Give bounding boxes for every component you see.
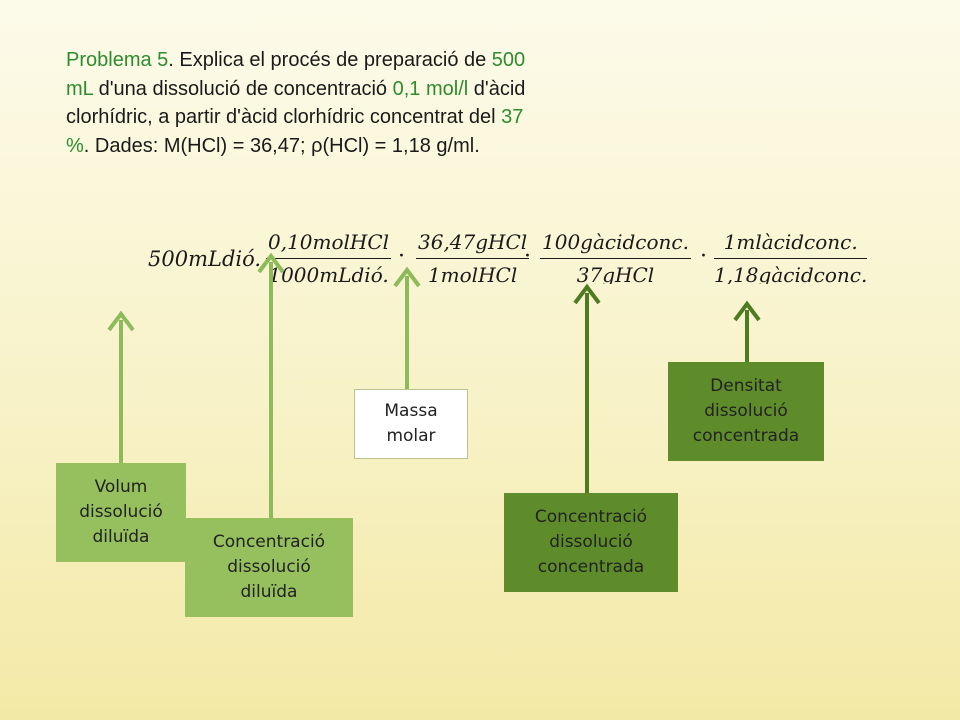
fraction-numerator: 1mlàcidconc. (714, 230, 868, 259)
equation-lead-term: 500mLdió. (148, 247, 262, 271)
box-concentracio-dissolucio-diluida: Concentració dissolució diluïda (185, 518, 353, 617)
box-concentracio-dissolucio-concentrada: Concentració dissolució concentrada (504, 493, 678, 592)
arrow-conc-concentrada-head (573, 283, 601, 305)
box-label: Densitat dissolució concentrada (692, 376, 800, 446)
fraction-concentration-diluted: 0,10molHCl 1000mLdió. (266, 230, 392, 284)
highlighted-value: 37 % (66, 106, 524, 157)
fraction-concentration-concentrated: 100gàcidconc. 37gHCl (540, 230, 691, 284)
fraction-denominator: 1,18gàcidconc. (714, 263, 868, 284)
fraction-denominator: 1000mLdió. (268, 263, 389, 284)
fraction-density: 1mlàcidconc. 1,18gàcidconc. (714, 230, 868, 284)
fraction-numerator: 0,10molHCl (266, 230, 392, 259)
fraction-denominator: 1molHCl (427, 263, 518, 284)
fraction-numerator: 100gàcidconc. (540, 230, 691, 259)
box-label: Concentració dissolució diluïda (212, 532, 326, 602)
arrow-volum-head (107, 310, 135, 332)
box-densitat-dissolucio-concentrada: Densitat dissolució concentrada (668, 362, 824, 461)
statement-text: . Dades: M(HCl) = 36,47; ρ(HCl) = 1,18 g… (83, 134, 480, 157)
highlighted-value: Problema 5 (66, 49, 169, 71)
multiply-dot: · (700, 244, 707, 269)
conversion-equation: 500mLdió. 0,10molHCl 1000mLdió. · 36,47g… (148, 222, 872, 284)
box-label: Massa molar (384, 401, 438, 446)
arrow-conc-diluida-head (257, 252, 285, 274)
highlighted-value: 0,1 mol/l (392, 77, 469, 100)
fraction-numerator: 36,47gHCl (416, 230, 530, 259)
box-label: Volum dissolució diluïda (79, 477, 163, 547)
statement-text: d'una dissolució de concentració (93, 77, 393, 100)
box-label: Concentració dissolució concentrada (534, 507, 648, 577)
multiply-dot: · (524, 244, 531, 269)
arrow-densitat-head (733, 300, 761, 322)
problem-statement: Problema 5. Explica el procés de prepara… (66, 46, 536, 160)
fraction-molar-mass: 36,47gHCl 1molHCl (416, 230, 530, 284)
statement-text: d'àcid clorhídric, a partir d'àcid clorh… (66, 77, 526, 129)
box-massa-molar: Massa molar (354, 389, 468, 459)
statement-text: . Explica el procés de preparació de (168, 49, 492, 71)
arrow-massa-molar-head (393, 266, 421, 288)
fraction-denominator: 37gHCl (576, 263, 655, 284)
box-volum-dissolucio-diluida: Volum dissolució diluïda (56, 463, 186, 562)
highlighted-value: 500 mL (66, 49, 526, 100)
multiply-dot: · (398, 244, 405, 269)
